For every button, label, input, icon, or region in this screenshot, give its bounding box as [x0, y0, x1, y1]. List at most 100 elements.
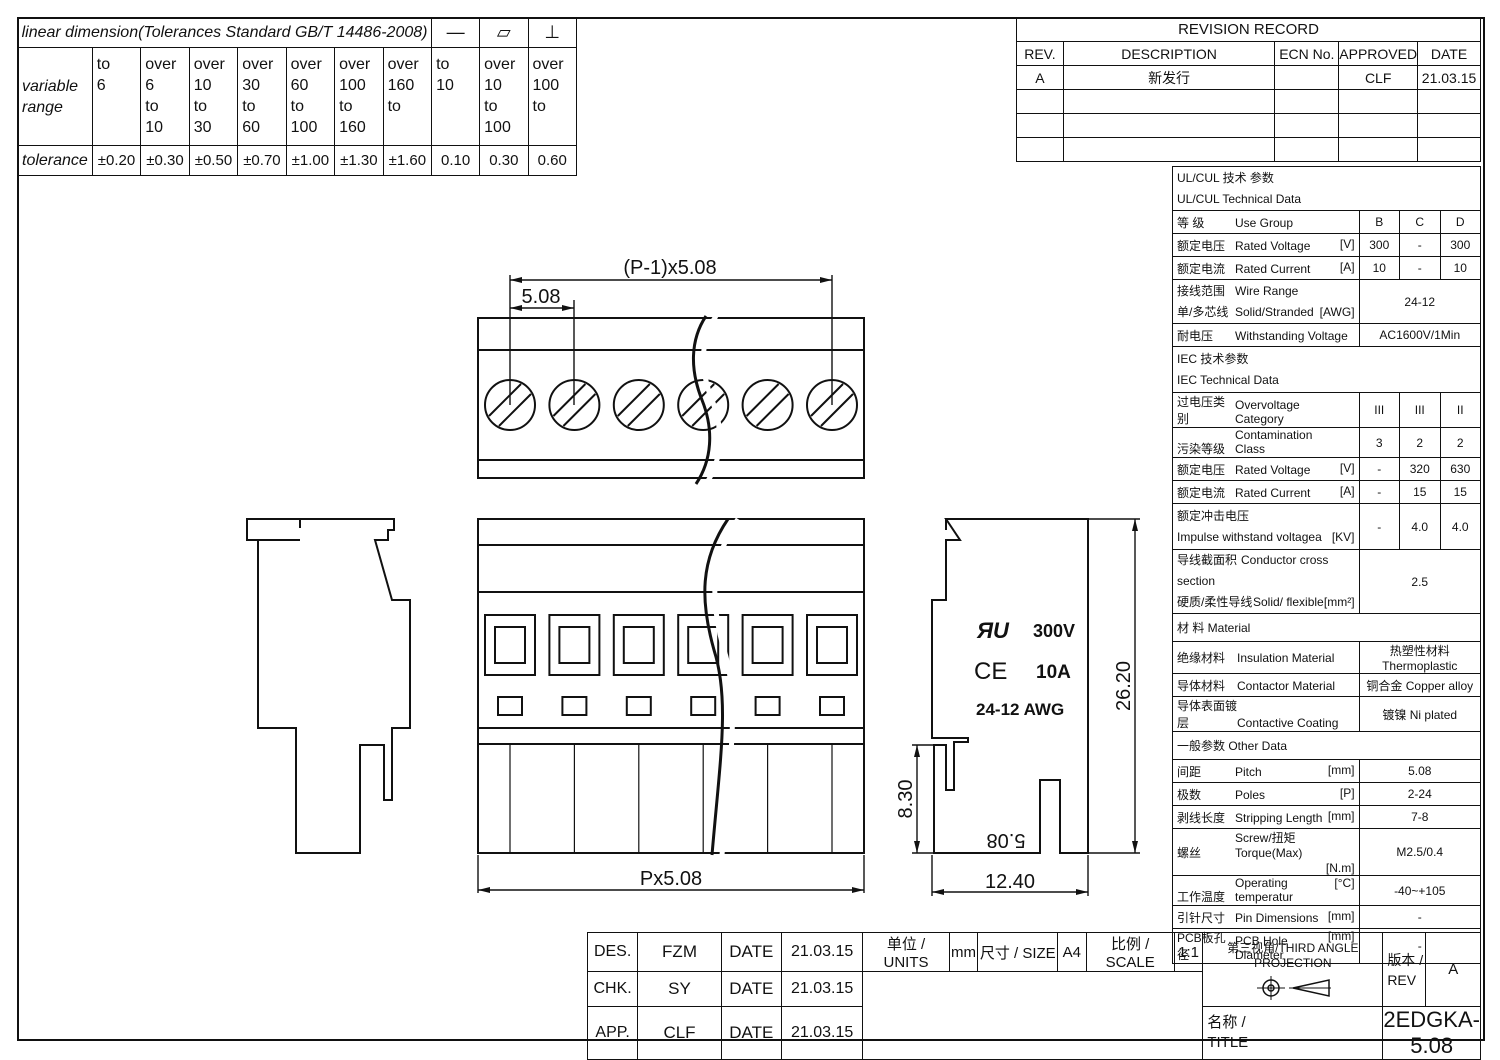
tolerance-table: linear dimension(Tolerances Standard GB/… — [16, 17, 577, 176]
tb-date-label: DATE — [720, 1006, 782, 1060]
revision-cell — [1274, 89, 1340, 114]
iec-row-label: 污染等级Contamination Class — [1172, 427, 1360, 458]
cross-section-value: 2.5 — [1358, 549, 1482, 614]
range-line: to — [436, 56, 450, 73]
revision-cell — [1417, 113, 1481, 138]
iec-row-en: Rated Current — [1235, 485, 1311, 500]
tolerance-value: ±0.20 — [91, 145, 142, 176]
size-label: 尺寸 / SIZE — [977, 932, 1059, 972]
tolerance-value: 0.60 — [527, 145, 577, 176]
revision-cell — [1062, 89, 1276, 114]
material-title: 材 料 Material — [1172, 613, 1481, 642]
ul-row-en: Rated Voltage — [1235, 238, 1311, 253]
range-line: 100 — [339, 77, 366, 94]
range-line: 160 — [339, 119, 366, 136]
tb-date: 21.03.15 — [780, 971, 864, 1007]
other-row-en: Poles — [1235, 787, 1266, 802]
other-row-cn: 工作温度 — [1177, 890, 1226, 904]
rev-label: 版本 /REV — [1382, 932, 1427, 1007]
ul-row-value: 300 — [1439, 233, 1481, 257]
revision-cell: A — [1016, 65, 1064, 90]
iec-row-en: Contamination Class — [1235, 428, 1313, 456]
other-title: 一般参数 Other Data — [1172, 731, 1481, 760]
range-line: 10 — [145, 119, 164, 136]
tb-blank — [862, 971, 1204, 1060]
units-label: 单位 / UNITS — [862, 932, 950, 972]
revision-cell — [1016, 137, 1064, 162]
third-angle-projection-icon — [1256, 976, 1331, 1000]
other-row-unit: [°C] — [1334, 876, 1355, 890]
revision-cell — [1338, 137, 1419, 162]
projection-label: 第三视角/THIRD ANGLE PROJECTION — [1227, 941, 1359, 970]
range-line: to — [242, 98, 256, 115]
range-line: 100 — [484, 119, 511, 136]
revision-cell — [1274, 65, 1340, 90]
projection-block: 第三视角/THIRD ANGLE PROJECTION — [1202, 932, 1384, 1007]
tolerance-value: 0.30 — [479, 145, 529, 176]
other-value: - — [1358, 905, 1482, 929]
ul-row-value: D — [1439, 210, 1481, 234]
ul-row-value: C — [1399, 210, 1441, 234]
range-line: to — [339, 98, 353, 115]
other-row-cn: 间距 — [1177, 764, 1202, 779]
tolerance-value: ±0.30 — [140, 145, 190, 176]
iec-row-en: Rated Voltage — [1235, 462, 1311, 477]
other-label: 螺丝Screw/扭矩 Torque(Max)[N.m] — [1172, 828, 1360, 876]
revision-cell — [1338, 89, 1419, 114]
iec-row-cn: 额定电压 — [1177, 462, 1226, 477]
revision-header: REV. — [1016, 41, 1064, 66]
tb-date-label: DATE — [720, 932, 782, 972]
material-value: 镀镍 Ni plated — [1358, 696, 1482, 732]
range-line: 100 — [290, 119, 318, 136]
ul-row-value: 300 — [1358, 233, 1401, 257]
range-line: 10 — [193, 77, 212, 94]
iec-row-value: 2 — [1439, 427, 1481, 458]
revision-cell — [1016, 89, 1064, 114]
straightness-symbol: — — [431, 17, 481, 48]
range-line: to — [387, 98, 401, 115]
iec-row-value: II — [1439, 392, 1481, 428]
ul-row-value: 10 — [1358, 256, 1401, 280]
range-line: to — [193, 98, 208, 115]
iec-row-value: 630 — [1439, 457, 1481, 481]
revision-cell: 新发行 — [1062, 65, 1276, 90]
other-row-en: Stripping Length — [1235, 810, 1323, 825]
iec-row-cn: 额定电流 — [1177, 485, 1226, 500]
ul-row-unit: [V] — [1339, 236, 1355, 251]
tb-date-label: DATE — [720, 971, 782, 1007]
revision-cell — [1274, 137, 1340, 162]
range-line: 60 — [290, 77, 309, 94]
tolerance-value: ±1.60 — [382, 145, 433, 176]
range-line: 160 — [387, 77, 415, 94]
material-value: 热塑性材料 Thermoplastic — [1358, 641, 1482, 674]
iec-row-value: 15 — [1399, 480, 1441, 504]
range-line: to — [484, 98, 498, 115]
iec-row-value: 15 — [1439, 480, 1481, 504]
iec-row-value: 2 — [1399, 427, 1441, 458]
scale-value: 1:1 — [1173, 932, 1204, 972]
ul-row-value: 10 — [1439, 256, 1481, 280]
other-row-en: Operating temperatur — [1235, 876, 1294, 904]
range-line: over — [242, 56, 274, 73]
range-line: 30 — [242, 77, 260, 94]
revision-cell — [1062, 113, 1276, 138]
ul-row-en: Use Group — [1235, 215, 1294, 230]
range-line: to — [96, 56, 111, 73]
